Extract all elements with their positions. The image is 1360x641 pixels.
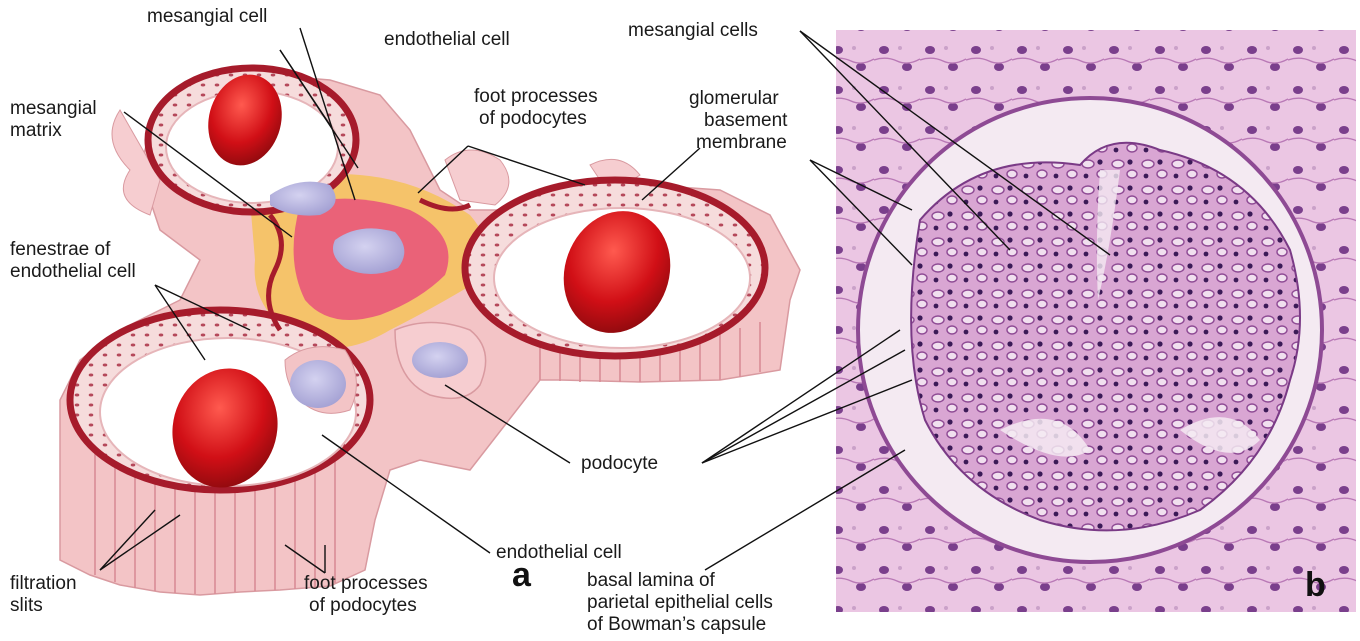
label-filtration-slits-line2: slits xyxy=(10,595,43,617)
label-foot-processes-bottom-line2: of podocytes xyxy=(309,595,417,617)
label-foot-processes-bottom-line1: foot processes xyxy=(304,573,428,595)
label-podocyte: podocyte xyxy=(581,453,658,475)
label-fenestrae-line1: fenestrae of xyxy=(10,239,110,261)
label-mesangial-cells: mesangial cells xyxy=(628,20,758,42)
label-mesangial-matrix-line1: mesangial xyxy=(10,98,97,120)
label-endothelial-cell-top: endothelial cell xyxy=(384,29,510,51)
label-basal-lamina-line1: basal lamina of xyxy=(587,570,715,592)
label-gbm-line3: membrane xyxy=(696,132,787,154)
label-mesangial-cell: mesangial cell xyxy=(147,6,267,28)
label-gbm-line2: basement xyxy=(704,110,787,132)
label-fenestrae-line2: endothelial cell xyxy=(10,261,136,283)
label-basal-lamina-line2: parietal epithelial cells xyxy=(587,592,773,614)
label-basal-lamina-line3: of Bowman’s capsule xyxy=(587,614,766,636)
capillary-diagram xyxy=(60,66,800,595)
label-foot-processes-top-line1: foot processes xyxy=(474,86,598,108)
label-foot-processes-top-line2: of podocytes xyxy=(479,108,587,130)
label-mesangial-matrix-line2: matrix xyxy=(10,120,62,142)
label-gbm-line1: glomerular xyxy=(689,88,779,110)
panel-label-b: b xyxy=(1305,566,1326,605)
label-filtration-slits-line1: filtration xyxy=(10,573,77,595)
histology-micrograph xyxy=(836,30,1356,612)
panel-label-a: a xyxy=(512,556,531,595)
